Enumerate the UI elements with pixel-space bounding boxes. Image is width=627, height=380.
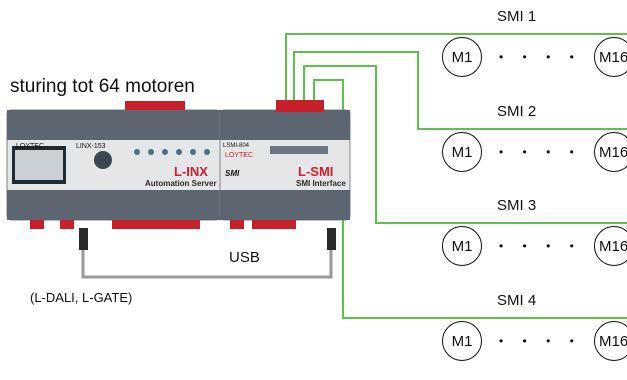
smi-logo: SMI <box>225 169 240 178</box>
motor-ellipsis: • • • • <box>499 239 582 253</box>
linx-subtitle: Automation Server <box>145 179 217 188</box>
motor-first: M1 <box>442 226 482 266</box>
compat-label: (L-DALI, L-GATE) <box>30 290 133 305</box>
motor-last: M16 <box>594 132 627 172</box>
smi-bus-label: SMI 1 <box>497 8 537 25</box>
smi-wire-1 <box>285 33 627 100</box>
smi-wire-2 <box>293 51 627 130</box>
linx-device <box>6 101 221 250</box>
usb-cable <box>81 250 333 279</box>
linx-name: L-INX <box>174 164 208 179</box>
linx-brand: LOYTEC <box>16 143 45 150</box>
lsmi-model-tag: LSMI-804 <box>223 143 250 149</box>
motor-last: M16 <box>594 226 627 266</box>
usb-label: USB <box>229 249 260 266</box>
page-title: sturing tot 64 motoren <box>10 76 195 97</box>
motor-last: M16 <box>594 37 627 77</box>
motor-first: M1 <box>442 132 482 172</box>
motor-ellipsis: • • • • <box>499 145 582 159</box>
smi-wire-3 <box>303 65 627 224</box>
motor-ellipsis: • • • • <box>499 334 582 348</box>
linx-model-tag: LINX-153 <box>76 143 106 150</box>
motor-first: M1 <box>442 37 482 77</box>
smi-wire-4 <box>313 79 627 319</box>
lsmi-brand: LOYTEC <box>225 152 254 159</box>
lsmi-name: L-SMI <box>298 164 334 179</box>
smi-bus-label: SMI 4 <box>497 292 537 309</box>
motor-first: M1 <box>442 321 482 361</box>
lsmi-device <box>219 100 351 250</box>
smi-bus-label: SMI 2 <box>497 103 537 120</box>
motor-ellipsis: • • • • <box>499 50 582 64</box>
smi-bus-label: SMI 3 <box>497 197 537 214</box>
motor-last: M16 <box>594 321 627 361</box>
lsmi-subtitle: SMI Interface <box>296 179 346 188</box>
